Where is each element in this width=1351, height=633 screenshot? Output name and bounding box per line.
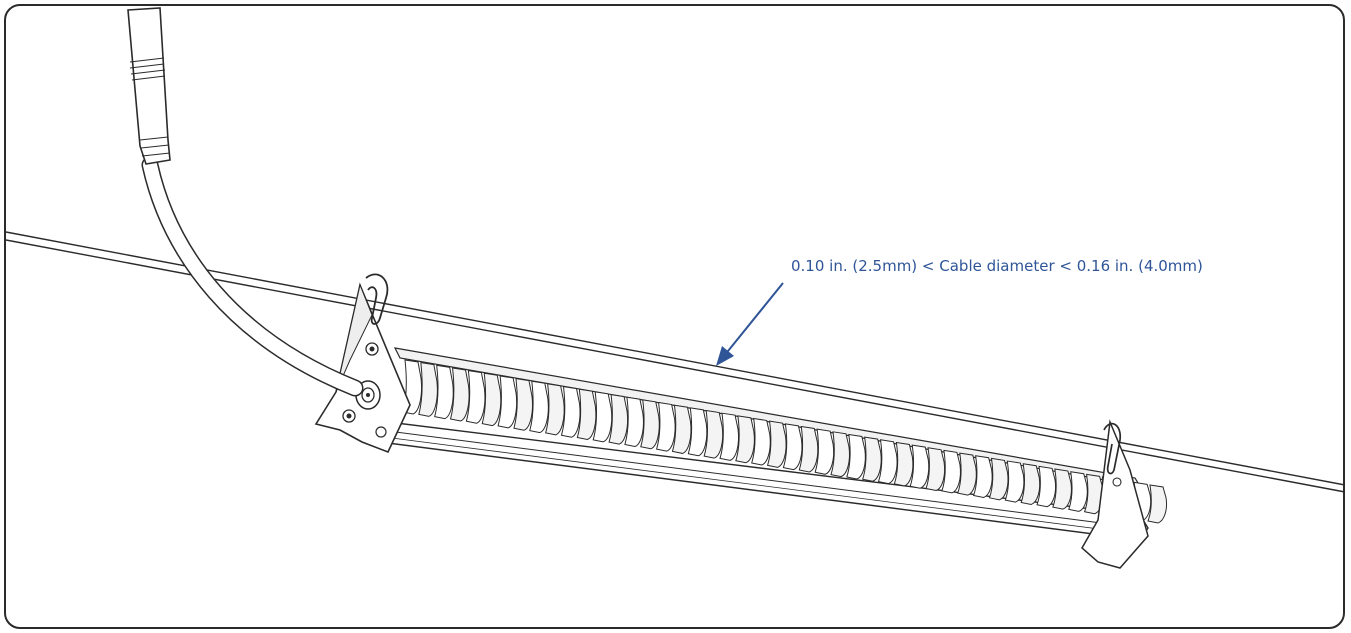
sensor-fin	[671, 404, 692, 454]
sensor-cable	[127, 7, 364, 397]
sensor-fin	[576, 388, 597, 441]
sensor-fin	[941, 449, 961, 494]
sensor-fin	[846, 433, 866, 480]
callout-arrow-shaft	[723, 282, 784, 357]
sensor-bar	[365, 347, 1167, 541]
sensor-fin	[782, 423, 803, 471]
sensor-fin	[1036, 465, 1057, 508]
sensor-fin	[529, 380, 549, 434]
sensor-fin	[434, 364, 454, 420]
sensor-fin	[925, 447, 946, 492]
sensor-fin	[687, 407, 708, 457]
sensor-fin	[545, 383, 565, 436]
sensor-fin	[1147, 484, 1167, 524]
sensor-fin	[655, 401, 676, 452]
sensor-fin	[830, 431, 850, 478]
sensor-fins	[402, 359, 1167, 524]
sensor-fin	[972, 455, 993, 499]
sensor-fin	[640, 399, 660, 450]
sensor-fin	[418, 362, 438, 417]
sensor-fin	[766, 420, 787, 468]
sensor-fin	[957, 452, 977, 496]
sensor-fin	[909, 444, 930, 489]
left-bracket	[314, 273, 411, 454]
sensor-fin	[719, 412, 739, 461]
sensor-fin	[751, 417, 771, 466]
sensor-fin	[703, 409, 724, 459]
sensor-fin	[862, 436, 882, 482]
callout: 0.10 in. (2.5mm) < Cable diameter < 0.16…	[716, 257, 1203, 366]
sensor-fin	[1068, 471, 1088, 512]
sensor-fin	[988, 457, 1009, 501]
sensor-fin	[1020, 463, 1041, 505]
sensor-fin	[449, 367, 470, 422]
sensor-fin	[465, 370, 486, 424]
sensor-fin	[608, 393, 629, 445]
sensor-fin	[1052, 468, 1072, 510]
sensor-fin	[798, 425, 819, 473]
sensor-fin	[560, 386, 581, 438]
cable-diameter-label: 0.10 in. (2.5mm) < Cable diameter < 0.16…	[791, 257, 1203, 275]
sensor-fin	[592, 391, 613, 443]
sensor-fin	[877, 439, 898, 485]
right-bracket	[1081, 419, 1149, 569]
sensor-fin	[893, 441, 914, 487]
sensor-fin	[1004, 460, 1025, 503]
sensor-fin	[513, 378, 533, 431]
sensor-fin	[624, 396, 644, 447]
sensor-fin	[814, 428, 835, 475]
sensor-fin	[735, 415, 755, 464]
sensor-fin	[481, 372, 502, 427]
callout-arrow-head	[716, 346, 734, 366]
sensor-fin	[497, 375, 518, 429]
